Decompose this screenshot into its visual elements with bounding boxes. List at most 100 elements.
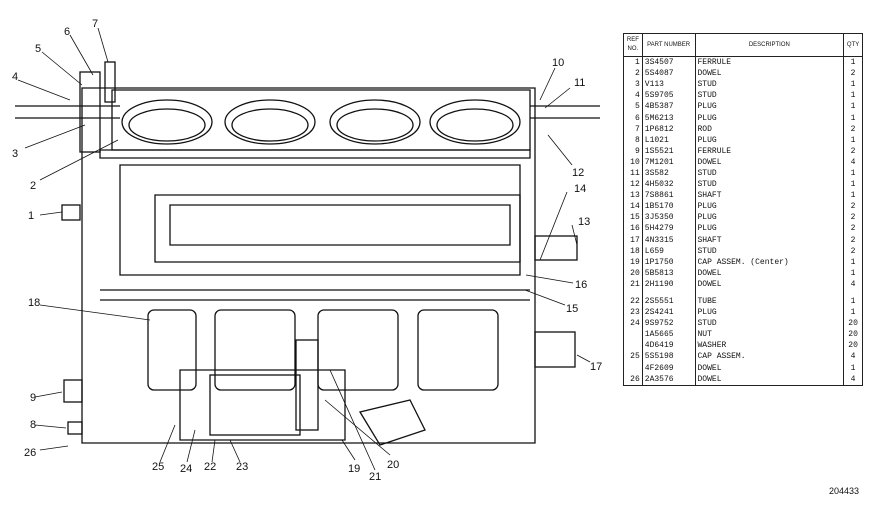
cell-part-number: 3S4507 xyxy=(641,56,696,69)
cell-description: PLUG xyxy=(694,201,845,213)
callout-3: 3 xyxy=(12,148,18,160)
cell-description: PLUG xyxy=(694,101,845,113)
cell-part-number: 3J5350 xyxy=(641,212,696,224)
cell-description: STUD xyxy=(694,179,845,191)
callout-11: 11 xyxy=(574,77,585,89)
cell-description: NUT xyxy=(694,329,845,341)
cell-part-number: 7M1201 xyxy=(641,156,696,168)
cell-description: WASHER xyxy=(694,340,845,352)
cell-description: PLUG xyxy=(694,212,845,224)
callout-22: 22 xyxy=(204,461,216,473)
cell-description: SHAFT xyxy=(694,190,845,202)
engine-block-diagram: 1 2 3 4 5 6 7 8 9 10 11 12 13 14 15 16 1… xyxy=(12,18,602,483)
callout-13: 13 xyxy=(578,216,590,228)
callout-15: 15 xyxy=(566,303,578,315)
cell-ref: 23 xyxy=(623,307,643,319)
header-part-number: PART NUMBER xyxy=(641,33,696,57)
callout-7: 7 xyxy=(92,18,98,30)
cell-qty: 2 xyxy=(843,123,863,135)
cell-description: SHAFT xyxy=(694,234,845,246)
cell-part-number: 5S4087 xyxy=(641,68,696,80)
callout-4: 4 xyxy=(12,71,18,83)
header-ref: REF NO. xyxy=(623,33,643,57)
cell-part-number: 2S4241 xyxy=(641,307,696,319)
cell-part-number: 5S9705 xyxy=(641,90,696,102)
cell-description: STUD xyxy=(694,90,845,102)
callout-10: 10 xyxy=(552,57,564,69)
callout-18: 18 xyxy=(28,297,40,309)
cell-qty: 1 xyxy=(843,90,863,102)
cell-qty: 1 xyxy=(843,295,863,308)
callout-8: 8 xyxy=(30,419,36,431)
cell-part-number: 9S9752 xyxy=(641,318,696,330)
cell-qty: 20 xyxy=(843,318,863,330)
cell-part-number: 1P6812 xyxy=(641,123,696,135)
cell-ref: 20 xyxy=(623,267,643,279)
cell-ref: 14 xyxy=(623,201,643,213)
cell-ref: 9 xyxy=(623,145,643,157)
figure-number: 204433 xyxy=(829,486,860,496)
cell-part-number: 4F2609 xyxy=(641,362,696,374)
cell-part-number: 5M6213 xyxy=(641,112,696,124)
cell-part-number: V113 xyxy=(641,79,696,91)
cell-description: FERRULE xyxy=(694,56,845,69)
cell-ref: 10 xyxy=(623,156,643,168)
cell-description: STUD xyxy=(694,245,845,257)
cell-qty: 2 xyxy=(843,234,863,246)
cell-qty: 2 xyxy=(843,68,863,80)
cell-qty: 2 xyxy=(843,145,863,157)
callout-23: 23 xyxy=(236,461,248,473)
block-outline xyxy=(81,87,536,444)
callout-16: 16 xyxy=(575,279,587,291)
cell-part-number: 2S5551 xyxy=(641,295,696,308)
cell-qty: 4 xyxy=(843,351,863,363)
cell-description: PLUG xyxy=(694,307,845,319)
callout-21: 21 xyxy=(369,471,381,483)
cell-ref: 17 xyxy=(623,234,643,246)
cell-ref: 11 xyxy=(623,167,643,180)
cell-qty: 20 xyxy=(843,340,863,352)
cell-ref: 25 xyxy=(623,351,643,363)
cell-description: FERRULE xyxy=(694,145,845,157)
callout-9: 9 xyxy=(30,392,36,404)
cylinder-bores xyxy=(121,99,521,145)
cell-ref: 4 xyxy=(623,90,643,102)
cell-part-number: 1B5170 xyxy=(641,201,696,213)
cell-qty: 4 xyxy=(843,278,863,290)
cell-part-number: L659 xyxy=(641,245,696,257)
cell-description: STUD xyxy=(694,167,845,180)
cell-qty: 2 xyxy=(843,245,863,257)
cell-ref: 5 xyxy=(623,101,643,113)
cell-part-number: 2H1190 xyxy=(641,278,696,290)
callout-5: 5 xyxy=(35,43,41,55)
cell-qty: 4 xyxy=(843,156,863,168)
cell-part-number: 3S582 xyxy=(641,167,696,180)
callout-12: 12 xyxy=(572,167,584,179)
cell-description: PLUG xyxy=(694,223,845,235)
bearing-cap xyxy=(179,339,346,441)
cell-part-number: 1P1750 xyxy=(641,256,696,268)
side-panel xyxy=(119,164,521,276)
cell-part-number: 5S5198 xyxy=(641,351,696,363)
header-description: DESCRIPTION xyxy=(694,33,845,57)
cell-ref xyxy=(623,329,643,341)
cell-qty: 1 xyxy=(843,190,863,202)
